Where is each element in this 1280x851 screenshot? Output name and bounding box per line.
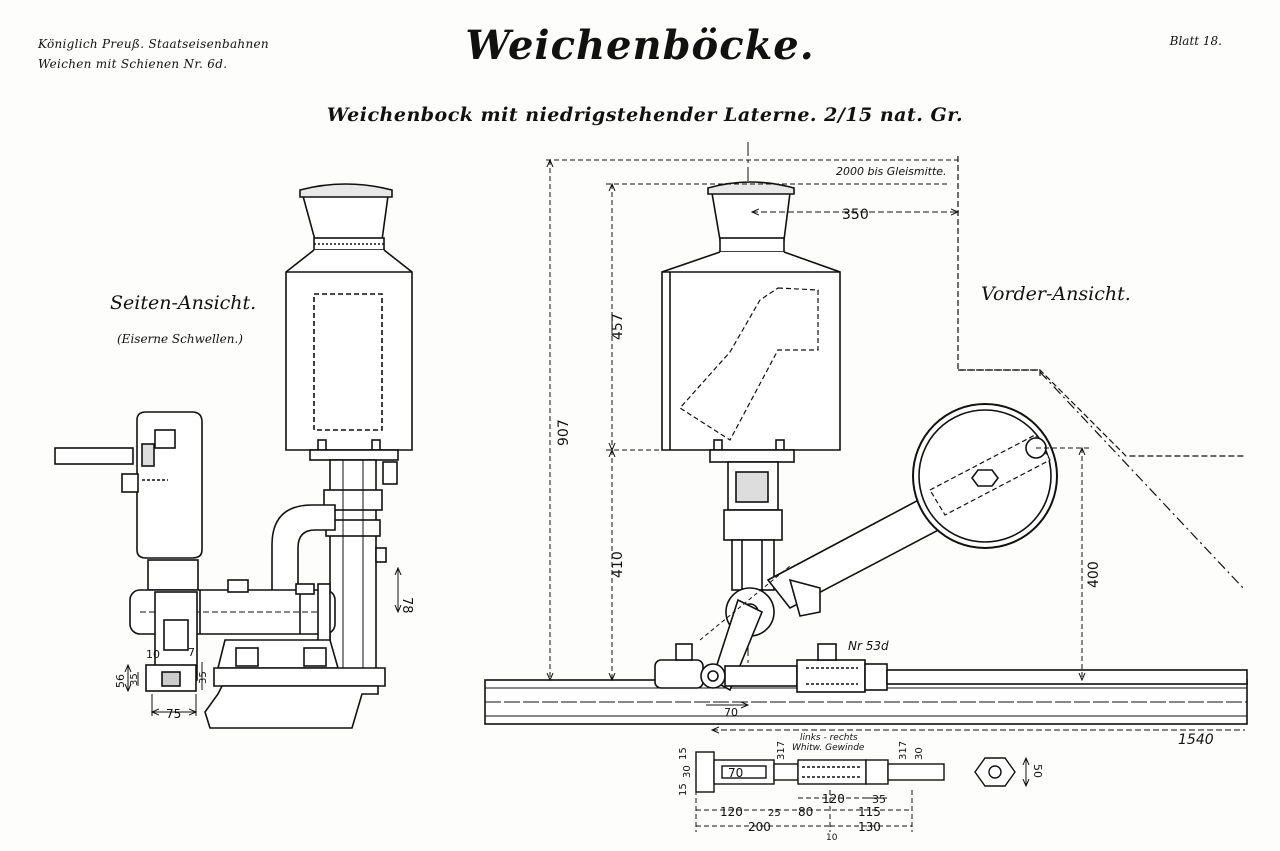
dim-15a: 15 [678, 747, 689, 760]
dim-317b: 317 [898, 741, 909, 760]
dim-35: 35 [129, 673, 140, 686]
dim-1540: 1540 [1178, 732, 1214, 748]
drawing-subtitle: Weichenbock mit niedrigstehender Laterne… [326, 104, 964, 126]
side-view-label: Seiten-Ansicht. [110, 292, 257, 314]
switch-type-line: Weichen mit Schienen Nr. 6d. [38, 57, 228, 71]
front-dimensions [546, 160, 1245, 730]
dim-30a: 30 [682, 765, 693, 778]
rod-detail-labels: 15 30 15 70 317 317 30 120 25 80 120 35 … [678, 741, 1044, 843]
front-lantern [661, 181, 841, 451]
dim-350: 350 [842, 207, 869, 223]
dim-200: 200 [748, 820, 771, 834]
dim-50: 50 [1031, 764, 1044, 778]
side-dimensions [128, 568, 398, 716]
side-base [145, 639, 386, 729]
part-number-label: Nr 53d [848, 639, 889, 653]
side-lantern [285, 183, 413, 451]
dim-7: 7 [188, 646, 195, 659]
dim-120a: 120 [720, 805, 743, 819]
dim-78: 78 [399, 597, 414, 614]
dim-10b: 10 [826, 833, 838, 843]
side-weight [54, 411, 203, 591]
side-view-note: (Eiserne Schwellen.) [117, 332, 243, 346]
dim-35c: 35 [872, 793, 886, 806]
side-column [309, 449, 399, 671]
front-linkage-rod [654, 643, 1248, 693]
thread-note-2: Whitw. Gewinde [792, 743, 865, 753]
dim-400: 400 [1086, 561, 1102, 588]
dim-80: 80 [798, 805, 813, 819]
dim-25: 25 [768, 808, 781, 819]
front-view-label: Vorder-Ansicht. [981, 283, 1131, 305]
dim-35b: 35 [198, 671, 209, 684]
side-dim-labels: 78 56 35 10 7 35 75 [114, 597, 414, 721]
dim-10: 10 [146, 648, 160, 661]
dim-75: 75 [166, 707, 181, 721]
dim-70-bottom: 70 [728, 766, 743, 780]
dim-70-front: 70 [724, 706, 738, 719]
dim-56: 56 [114, 674, 127, 688]
dim-15b: 15 [678, 783, 689, 796]
dim-907: 907 [556, 419, 572, 446]
side-pipe-elbow [271, 504, 336, 600]
dim-120b: 120 [822, 792, 845, 806]
dim-115: 115 [858, 805, 881, 819]
clearance-profile [958, 369, 1245, 457]
dim-457: 457 [610, 313, 626, 340]
rod-detail-drawing [695, 751, 1026, 832]
side-view-drawing [54, 183, 413, 729]
railway-header: Königlich Preuß. Staatseisenbahnen Weich… [38, 34, 269, 74]
thread-note: links - rechts [800, 733, 858, 743]
dim-410: 410 [610, 551, 626, 578]
hex-nut [974, 757, 1016, 787]
dim-30c: 30 [914, 747, 925, 760]
sheet-number: Blatt 18. [1169, 34, 1222, 48]
dim-2000: 2000 bis Gleismitte. [836, 165, 947, 178]
dim-317a: 317 [776, 741, 787, 760]
front-view-drawing [484, 142, 1248, 730]
dim-130: 130 [858, 820, 881, 834]
front-signal-disc [912, 403, 1058, 549]
railway-name: Königlich Preuß. Staatseisenbahnen [38, 37, 269, 51]
sheet-title: Weichenböcke. [465, 22, 815, 69]
front-dim-labels: 2000 bis Gleismitte. 350 907 457 410 400… [556, 165, 1214, 753]
